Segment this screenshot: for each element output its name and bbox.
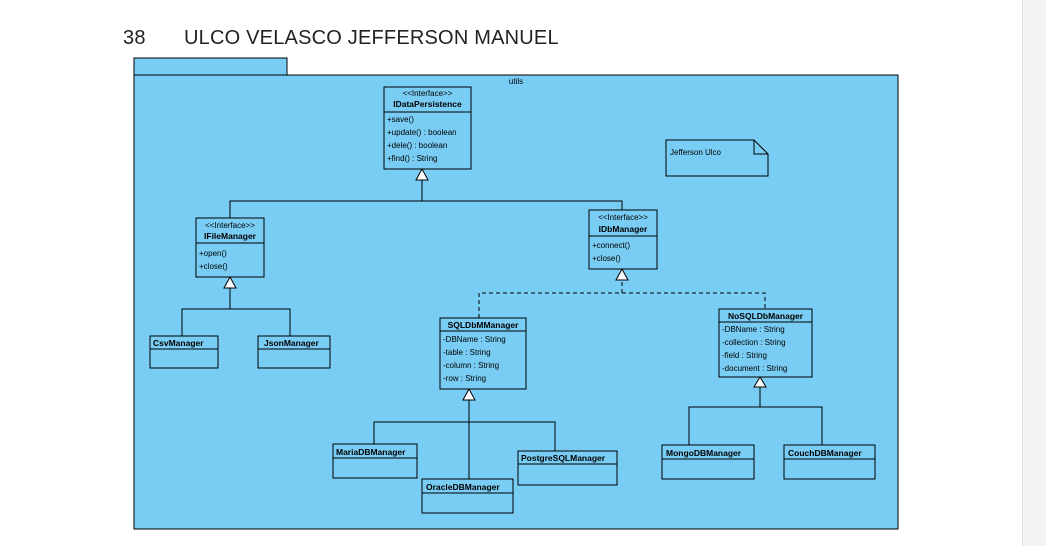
package-utils: utils (133, 57, 899, 530)
member: +dele() : boolean (387, 141, 447, 150)
arrowhead-nosqldbmanager (753, 376, 767, 388)
page-number: 38 (123, 27, 146, 49)
class-sqldbmanager: SQLDbMManager -DBName : String -table : … (439, 317, 527, 390)
note-jefferson-ulco: Jefferson Ulco (665, 139, 769, 177)
class-name: SQLDbMManager (448, 320, 520, 330)
edge-csvmanager-to-ifilemanager (181, 308, 291, 336)
member: -document : String (722, 364, 787, 373)
stereotype: <<Interface>> (205, 221, 255, 230)
note-fold (753, 140, 768, 155)
member: -row : String (443, 374, 486, 383)
member: -collection : String (722, 338, 786, 347)
class-name: IFileManager (204, 231, 257, 241)
class-mongodbmanager: MongoDBManager (661, 444, 755, 480)
arrowhead-sqldbmanager (462, 387, 476, 401)
note-text: Jefferson Ulco (670, 148, 722, 157)
member: +open() (199, 249, 227, 258)
class-name: JsonManager (264, 338, 319, 348)
class-couchdbmanager: CouchDBManager (783, 444, 876, 480)
class-csvmanager: CsvManager (149, 335, 219, 369)
class-jsonmanager: JsonManager (257, 335, 331, 369)
member: -table : String (443, 348, 491, 357)
member: +find() : String (387, 154, 437, 163)
edge-ifilemanager-to-idatapersistence (229, 180, 423, 218)
package-name: utils (509, 77, 523, 86)
member: -DBName : String (722, 325, 785, 334)
class-idbmanager: <<Interface>> IDbManager +connect() +clo… (588, 209, 658, 270)
note-shape (665, 139, 769, 177)
member: +update() : boolean (387, 128, 457, 137)
class-name: PostgreSQLManager (521, 453, 606, 463)
class-idatapersistence: <<Interface>> IDataPersistence +save() +… (383, 86, 472, 170)
vertical-scrollbar[interactable] (1022, 0, 1046, 546)
relationship-lines (181, 180, 823, 479)
package-body (133, 74, 899, 530)
stereotype: <<Interface>> (403, 89, 453, 98)
class-mariadbmanager: MariaDBManager (332, 443, 418, 479)
package-tab (133, 57, 288, 76)
uml-class-diagram: utils Jefferson Ulco <<Interface (133, 57, 899, 530)
class-oracledbmanager: OracleDBManager (421, 478, 514, 514)
class-name: NoSQLDbManager (728, 311, 804, 321)
arrowhead-ifilemanager (223, 275, 237, 289)
edge-mariadbmanager-to-sqldbmanager (373, 421, 556, 451)
member: +connect() (592, 241, 630, 250)
arrowhead-idatapersistence (415, 167, 429, 181)
class-name: MariaDBManager (336, 447, 406, 457)
edge-idbmanager-to-idatapersistence (422, 200, 623, 210)
author-name: ULCO VELASCO JEFFERSON MANUEL (184, 27, 559, 49)
edge-mongodbmanager-to-nosqldbmanager (688, 406, 823, 445)
generalization-arrowheads (223, 167, 767, 401)
member: +close() (199, 262, 228, 271)
member: -DBName : String (443, 335, 506, 344)
class-name: IDataPersistence (393, 99, 462, 109)
class-ifilemanager: <<Interface>> IFileManager +open() +clos… (195, 217, 265, 278)
class-nosqldbmanager: NoSQLDbManager -DBName : String -collect… (718, 308, 813, 378)
stereotype: <<Interface>> (598, 213, 648, 222)
arrowhead-idbmanager (615, 267, 629, 281)
class-name: OracleDBManager (426, 482, 500, 492)
class-name: MongoDBManager (666, 448, 742, 458)
class-name: CsvManager (153, 338, 204, 348)
member: +close() (592, 254, 621, 263)
class-postgresqlmanager: PostgreSQLManager (517, 450, 618, 486)
member: +save() (387, 115, 414, 124)
member: -column : String (443, 361, 499, 370)
class-name: CouchDBManager (788, 448, 862, 458)
class-name: IDbManager (599, 224, 648, 234)
member: -field : String (722, 351, 767, 360)
